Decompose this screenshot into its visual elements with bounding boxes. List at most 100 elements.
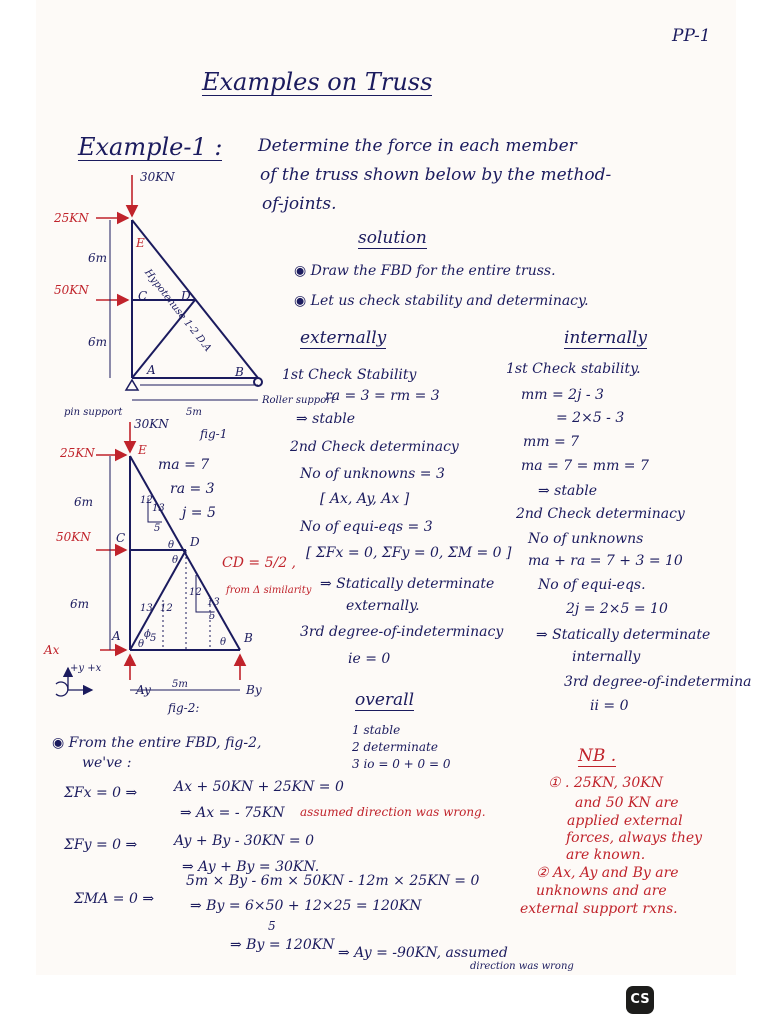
fig2-slope: 13 xyxy=(140,603,153,614)
fig2-slope: 5 xyxy=(150,633,157,644)
eq-ay-note: direction was wrong xyxy=(470,961,574,972)
fig2-reaction-ay: Ay xyxy=(136,683,151,697)
fig1-caption: fig-1 xyxy=(200,427,228,441)
int-line: ma + ra = 7 + 3 = 10 xyxy=(528,553,683,569)
fig2-similarity-note: from Δ similarity xyxy=(226,585,312,596)
fig1-roller-label: Roller support xyxy=(262,395,336,406)
fig2-angle: ϕ xyxy=(144,629,151,640)
fig2-axes-label: +y +x xyxy=(70,663,102,674)
figure-2-axes xyxy=(55,666,94,697)
fig2-angle: θ xyxy=(168,540,175,551)
eq-fy-lhs: ΣFy = 0 ⇒ xyxy=(64,837,138,853)
int-line: mm = 2j - 3 xyxy=(521,387,604,403)
eq-fx-lhs: ΣFx = 0 ⇒ xyxy=(64,785,138,801)
fig2-angle: θ xyxy=(138,639,145,650)
eq-fx-note: assumed direction was wrong. xyxy=(300,805,486,819)
nb-point: ② Ax, Ay and By are xyxy=(536,865,679,881)
ext-line: [ Ax, Ay, Ax ] xyxy=(320,491,410,507)
fig2-dim-upper: 6m xyxy=(74,495,94,509)
fig2-count: j = 5 xyxy=(182,505,216,521)
fig2-count: ma = 7 xyxy=(158,457,210,473)
figure-1-dimensions xyxy=(109,220,258,401)
fig2-cd-note: CD = 5/2 , xyxy=(222,555,296,571)
example-label: Example-1 : xyxy=(78,133,223,161)
int-line: 1st Check stability. xyxy=(506,361,641,377)
fig2-count: ra = 3 xyxy=(170,481,215,497)
eq-ma-1: 5m × By - 6m × 50KN - 12m × 25KN = 0 xyxy=(186,873,480,889)
nb-point: ① . 25KN, 30KN xyxy=(548,775,663,791)
eq-ma-3: ⇒ By = 120KN xyxy=(230,937,335,953)
externally-title: externally xyxy=(300,328,387,349)
fig2-load-e: 25KN xyxy=(60,446,95,460)
fig2-slope: 12 xyxy=(189,587,202,598)
int-line: 3rd degree-of-indetermina xyxy=(564,674,752,690)
overall-item: 1 stable xyxy=(352,723,401,737)
notebook-page xyxy=(36,0,736,975)
fig2-angle: θ xyxy=(220,637,227,648)
fig1-load-c: 50KN xyxy=(54,283,89,297)
camscanner-logo: CS xyxy=(626,986,654,1014)
fig2-caption: fig-2: xyxy=(168,701,200,715)
eq-fy-1: Ay + By - 30KN = 0 xyxy=(174,833,314,849)
int-line: 2j = 2×5 = 10 xyxy=(566,601,668,617)
int-line: ma = 7 = mm = 7 xyxy=(521,458,649,474)
fig2-slope: 5 xyxy=(209,611,216,622)
solution-bullet-2: ◉ Let us check stability and determinacy… xyxy=(294,293,589,309)
fig1-load-e: 25KN xyxy=(54,211,89,225)
fig1-dim-upper: 6m xyxy=(88,251,108,265)
int-line: ⇒ Statically determinate xyxy=(536,627,711,643)
ext-line: 3rd degree-of-indeterminacy xyxy=(300,624,504,640)
overall-item: 2 determinate xyxy=(352,740,438,754)
nb-point: are known. xyxy=(566,847,646,863)
fig2-node-e: E xyxy=(138,443,147,457)
fig1-pin-label: pin support xyxy=(64,407,123,418)
fig2-dim-lower: 6m xyxy=(70,597,90,611)
fig2-angle: θ xyxy=(172,555,179,566)
problem-line-3: of-joints. xyxy=(262,194,337,214)
int-line: = 2×5 - 3 xyxy=(556,410,625,426)
fig1-dim-base: 5m xyxy=(186,407,202,418)
ext-line: 1st Check Stability xyxy=(282,367,417,383)
fig2-load-c: 50KN xyxy=(56,530,91,544)
ext-line: externally. xyxy=(346,598,420,614)
fig2-load-top: 30KN xyxy=(134,417,169,431)
fig2-reaction-by: By xyxy=(246,683,262,697)
int-line: 2nd Check determinacy xyxy=(516,506,685,522)
figure-2-truss xyxy=(129,455,241,651)
eq-fy-2: ⇒ Ay + By = 30KN. xyxy=(182,859,320,875)
eq-ma-lhs: ΣMA = 0 ⇒ xyxy=(74,891,155,907)
eq-intro-2: we've : xyxy=(82,755,132,771)
ext-line: ⇒ Statically determinate xyxy=(320,576,495,592)
fig1-node-a: A xyxy=(147,363,156,377)
int-line: ii = 0 xyxy=(590,698,629,714)
fig2-slope: 12 xyxy=(160,603,173,614)
fig2-dim-base: 5m xyxy=(172,679,188,690)
figure-1-truss xyxy=(124,219,263,391)
ext-line: 2nd Check determinacy xyxy=(290,439,459,455)
solution-title: solution xyxy=(358,228,427,249)
fig2-slope: 13 xyxy=(207,597,220,608)
problem-line-2: of the truss shown below by the method- xyxy=(260,165,612,185)
solution-bullet-1: ◉ Draw the FBD for the entire truss. xyxy=(294,263,556,279)
figure-1-loads xyxy=(96,175,139,307)
page-number: PP-1 xyxy=(672,26,711,46)
int-line: No of unknowns xyxy=(528,531,644,547)
eq-fx-1: Ax + 50KN + 25KN = 0 xyxy=(174,779,344,795)
eq-intro-1: ◉ From the entire FBD, fig-2, xyxy=(52,735,262,751)
int-line: internally xyxy=(572,649,641,665)
internally-title: internally xyxy=(564,328,647,349)
fig1-node-e: E xyxy=(136,236,145,250)
int-line: ⇒ stable xyxy=(538,483,598,499)
ext-line: ⇒ stable xyxy=(296,411,356,427)
nb-point: forces, always they xyxy=(566,830,703,846)
nb-title: NB . xyxy=(578,746,617,767)
ext-line: No of unknowns = 3 xyxy=(300,466,445,482)
eq-ma-2: ⇒ By = 6×50 + 12×25 = 120KN xyxy=(190,898,422,914)
fig2-node-c: C xyxy=(116,531,126,545)
nb-point: and 50 KN are xyxy=(575,795,679,811)
nb-point: applied external xyxy=(567,813,683,829)
fig2-slope: 13 xyxy=(152,503,165,514)
int-line: No of equi-eqs. xyxy=(538,577,646,593)
page-heading: Examples on Truss xyxy=(202,68,433,96)
